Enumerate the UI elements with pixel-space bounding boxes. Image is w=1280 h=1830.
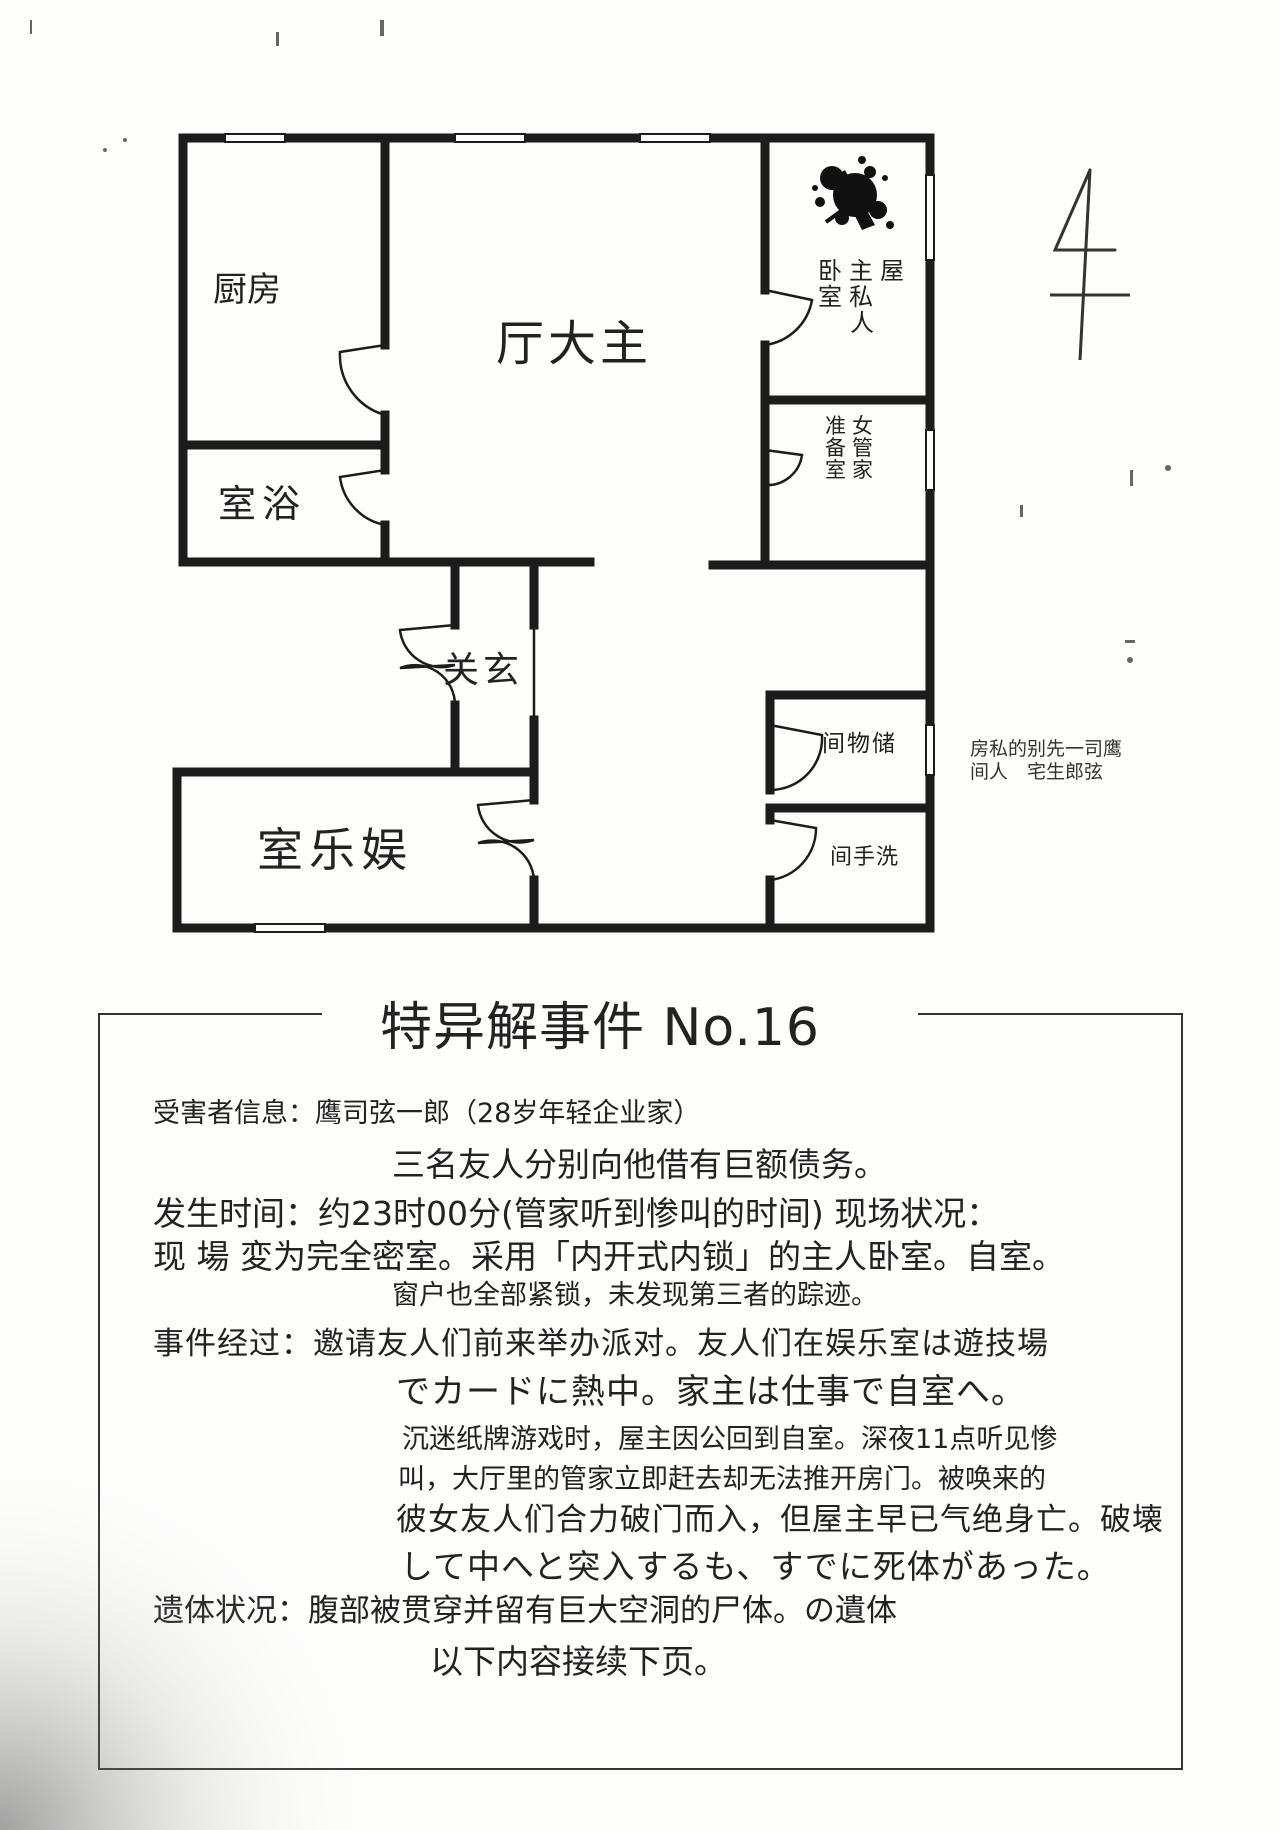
screentone-grain [0,1450,380,1830]
door-entertainment-top [476,798,535,844]
note-line-2: 间人 宅生郎弦 [970,761,1104,783]
title-gap [322,1005,918,1021]
room-entertainment: 室乐娱 [257,823,413,877]
door-entrance-bottom [399,663,457,706]
maid-char-4: 准 [825,414,846,438]
window-hall-top-2 [639,133,711,143]
case-line-debt: 三名友人分别向他借有巨额债务。 [392,1145,887,1184]
door-storage [769,723,824,792]
door-entertainment-bottom [477,838,536,881]
floor-plan [30,20,1171,933]
case-title: 特异解事件 No.16 [379,998,821,1058]
case-line-windows: 窗户也全部紧锁，未发现第三者的踪迹。 [392,1280,878,1311]
door-maid [764,448,804,487]
room-storage: 间物储 [822,731,897,757]
window-bedroom-right [925,174,935,261]
door-entrance-top [398,623,456,669]
case-line-scream: 叫，大厅里的管家立即赶去却无法推开房门。被唤来的 [398,1464,1046,1495]
window-storage-right [925,724,935,776]
room-entrance: 关玄 [443,650,524,691]
room-kitchen: 厨房 [213,270,281,310]
outer-wall-upper [178,133,935,570]
case-line-break: 彼女友人们合力破门而入，但屋主早已气绝身亡。破壊 [396,1502,1164,1538]
maid-char-1: 女 [852,414,873,438]
bedroom-char-2b: 私 [849,283,873,311]
room-main-hall: 厅大主 [496,316,653,372]
case-line-cards: でカードに熱中。家主は仕事で自室へ。 [396,1372,1026,1412]
room-bathroom: 室浴 [218,482,307,526]
window-maid-right [925,429,935,491]
victim-body-icon [812,156,894,230]
bedroom-char-2: 主 [849,257,873,285]
maid-char-3: 家 [852,458,873,482]
case-line-course: 事件经过：邀请友人们前来举办派对。友人们在娱乐室は遊技場 [153,1326,1049,1362]
room-washroom: 间手洗 [830,845,900,870]
maid-char-6: 室 [825,458,846,482]
note-line-1: 房私的别先一司鹰 [970,738,1123,760]
door-bath [338,468,386,527]
door-bedroom [764,288,814,347]
maid-char-5: 备 [825,436,846,460]
floorplan-note: 房私的别先一司鹰 间人 宅生郎弦 [970,738,1180,784]
maid-char-2: 管 [852,436,873,460]
window-hall-top [454,133,526,143]
case-line-victim: 受害者信息：鹰司弦一郎（28岁年轻企业家） [153,1098,701,1129]
case-line-continued: 以下内容接续下页。 [430,1642,727,1681]
case-line-scene: 现 場 変为完全密室。采用「内开式内锁」的主人卧室。自室。 [153,1237,1065,1276]
window-entertainment-bottom [254,923,326,933]
wall-washroom [765,803,932,930]
north-compass-icon [1050,168,1130,360]
door-washroom [769,818,818,882]
window-kitchen-top [224,133,286,143]
case-line-body: して中へと突入するも、すでに死体があった。 [400,1547,1111,1586]
door-kitchen [338,343,386,417]
case-line-game: 沉迷纸牌游戏时，屋主因公回到自室。深夜11点听见惨 [402,1424,1058,1455]
bedroom-char-1: 屋 [880,257,904,285]
case-line-time: 发生时间：约23时00分(管家听到惨叫的时间) 现场状况： [153,1194,1000,1233]
bedroom-char-3: 卧 [818,257,842,285]
bedroom-char-1b: 人 [850,309,874,337]
wall-storage [765,690,932,795]
bedroom-char-3b: 室 [818,283,842,311]
